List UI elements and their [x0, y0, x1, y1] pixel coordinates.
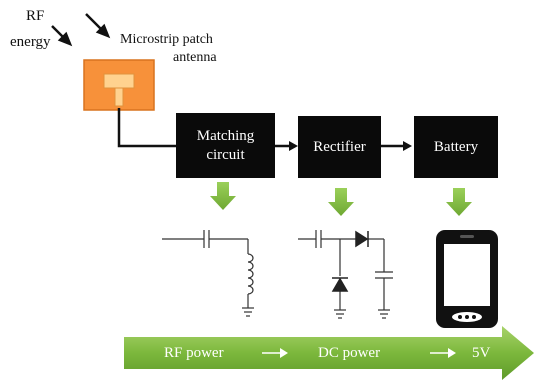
rf-arrow-icon — [85, 13, 111, 39]
battery-block: Battery — [414, 116, 498, 178]
down-arrow-icon — [446, 188, 472, 216]
flow-arrow-icon — [262, 348, 288, 358]
connector-arrow-icon — [289, 141, 298, 151]
patch-antenna-icon — [83, 59, 155, 111]
rf-energy-label-line2: energy — [10, 34, 51, 50]
rf-arrow-icon — [51, 25, 73, 47]
rectifier-block: Rectifier — [298, 116, 381, 178]
antenna-label-line2: antenna — [173, 50, 217, 65]
diode-icon — [331, 277, 349, 292]
dc-power-label: DC power — [318, 345, 381, 361]
rectifier-label: Rectifier — [313, 138, 366, 155]
connector-arrow-icon — [403, 141, 412, 151]
diode-icon — [355, 230, 369, 248]
smartphone-icon — [436, 230, 498, 328]
battery-label: Battery — [433, 138, 479, 155]
matching-circuit-label-line2: circuit — [206, 146, 245, 163]
output-voltage-label: 5V — [472, 345, 491, 361]
matching-circuit-label-line1: Matching — [196, 127, 255, 144]
rf-energy-label-line1: RF — [26, 8, 45, 24]
flow-arrow-icon — [430, 348, 456, 358]
antenna-label-line1: Microstrip patch — [120, 32, 213, 47]
down-arrow-icon — [210, 182, 236, 210]
down-arrow-icon — [328, 188, 354, 216]
matching-circuit-schematic — [162, 230, 254, 317]
rf-power-label: RF power — [164, 345, 224, 361]
rectifier-schematic — [298, 230, 393, 319]
power-flow-arrow-icon — [124, 326, 534, 380]
matching-circuit-block: Matching circuit — [176, 113, 275, 178]
